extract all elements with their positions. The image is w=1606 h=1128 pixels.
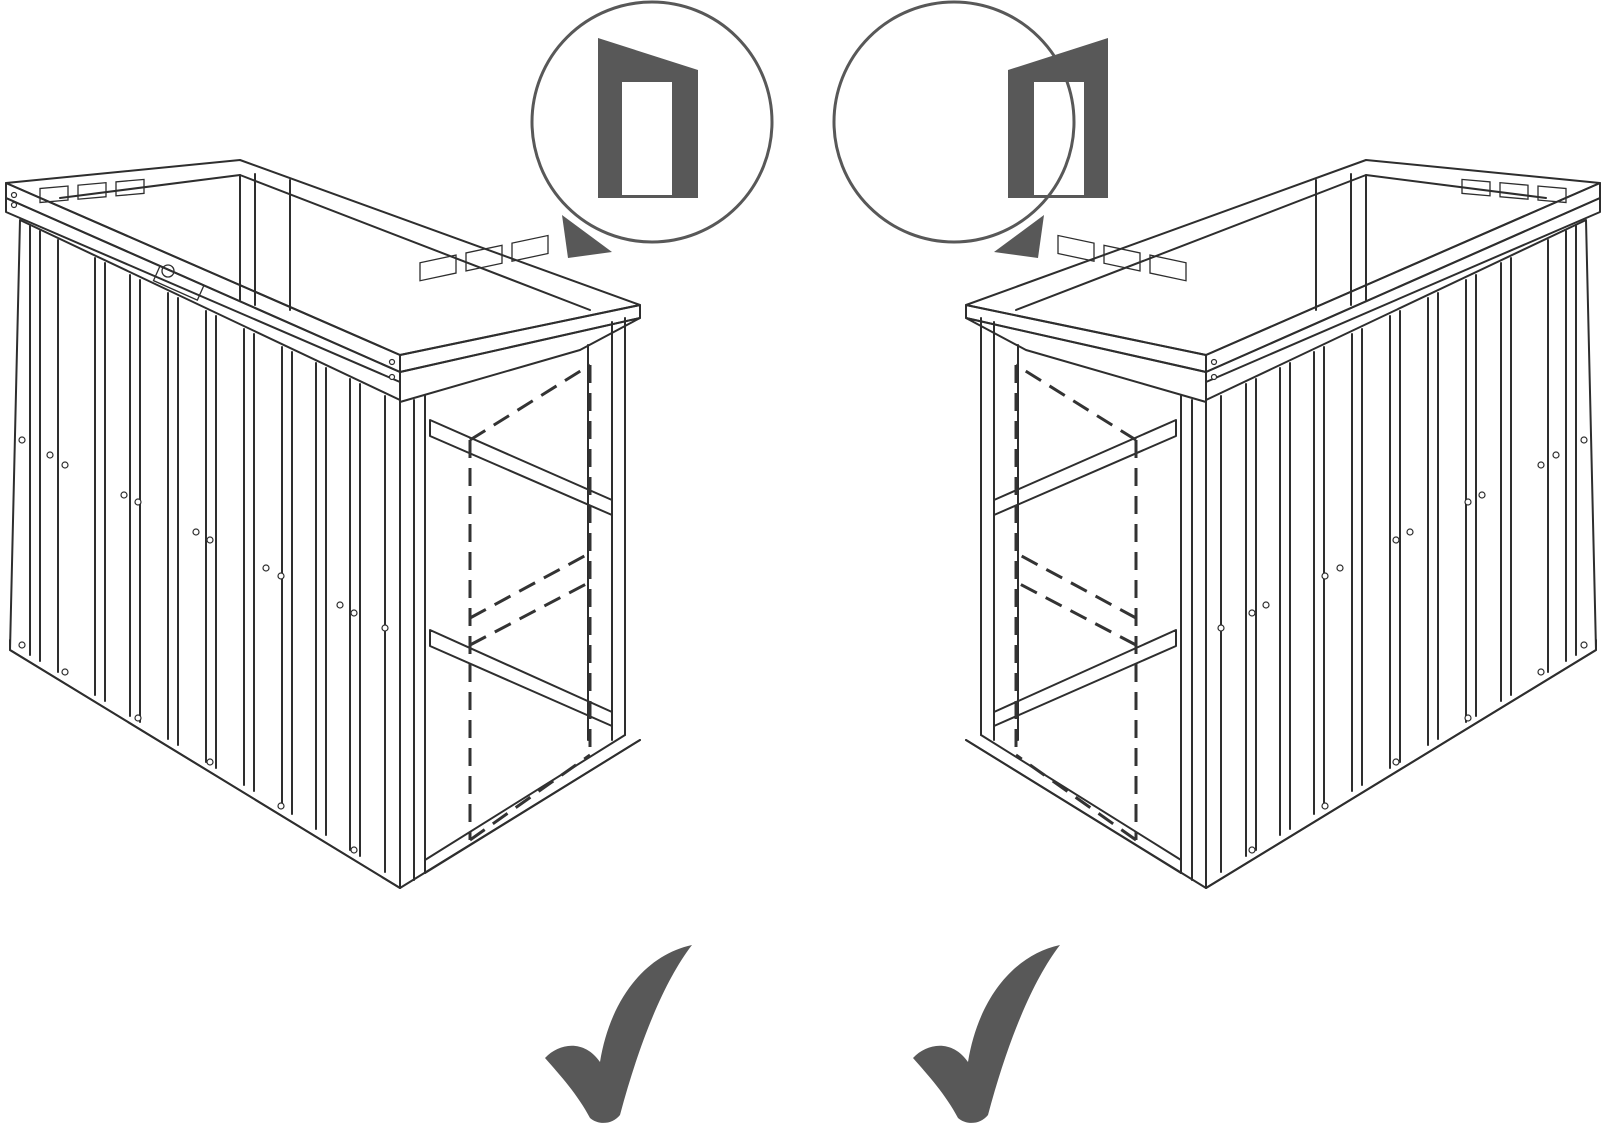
- right-check-mark-icon: [913, 945, 1060, 1123]
- left-brand-logo: [152, 264, 205, 301]
- left-wall-rivets: [10, 191, 396, 854]
- right-dashed-door-opening: [1014, 363, 1138, 842]
- door-opening-icon: [598, 38, 698, 198]
- left-dashed-door-opening: [468, 363, 592, 842]
- right-shed-illustration: [965, 159, 1601, 889]
- left-check-mark-icon: [545, 945, 692, 1123]
- door-opening-icon: [1008, 38, 1108, 198]
- left-roof-vents: [39, 178, 549, 282]
- left-wall-ribs: [29, 225, 386, 873]
- left-shed-illustration: [5, 159, 641, 889]
- right-callout-bubble: [832, 0, 1108, 258]
- left-callout-bubble: [530, 0, 774, 258]
